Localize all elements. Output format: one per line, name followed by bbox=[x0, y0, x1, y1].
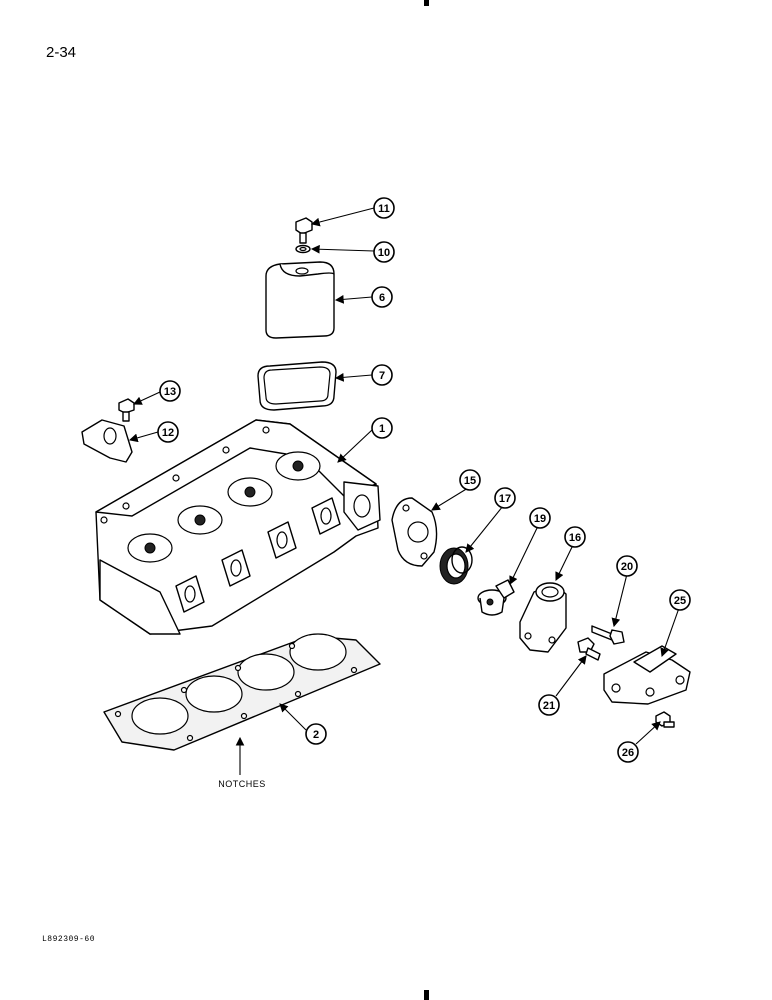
svg-text:10: 10 bbox=[378, 247, 390, 259]
part-10-washer bbox=[295, 244, 311, 254]
part-21-bolt bbox=[577, 637, 601, 661]
part-16-housing bbox=[519, 582, 567, 653]
callout-19: 19 bbox=[529, 507, 551, 529]
callout-25: 25 bbox=[669, 589, 691, 611]
callout-6: 6 bbox=[371, 286, 393, 308]
part-7-seal bbox=[257, 361, 337, 411]
svg-text:17: 17 bbox=[499, 493, 511, 505]
svg-text:15: 15 bbox=[464, 475, 476, 487]
callout-15: 15 bbox=[459, 469, 481, 491]
page-number: 2-34 bbox=[46, 44, 77, 61]
callout-13: 13 bbox=[159, 380, 181, 402]
bottom-registration-mark bbox=[424, 990, 429, 1000]
part-25-bracket bbox=[603, 645, 691, 705]
callout-17: 17 bbox=[494, 487, 516, 509]
svg-text:20: 20 bbox=[621, 561, 633, 573]
callout-21: 21 bbox=[538, 694, 560, 716]
part-6-cover bbox=[265, 261, 335, 339]
callout-7: 7 bbox=[371, 364, 393, 386]
svg-text:25: 25 bbox=[674, 595, 686, 607]
callout-12: 12 bbox=[157, 421, 179, 443]
part-17-seal bbox=[439, 546, 473, 585]
svg-text:6: 6 bbox=[379, 292, 385, 304]
callout-1: 1 bbox=[371, 417, 393, 439]
callout-20: 20 bbox=[616, 555, 638, 577]
callout-11: 11 bbox=[373, 197, 395, 219]
part-12-bracket bbox=[81, 419, 133, 463]
notches-label: NOTCHES bbox=[218, 779, 266, 789]
part-2-head-gasket bbox=[103, 633, 381, 751]
svg-text:12: 12 bbox=[162, 427, 174, 439]
svg-text:26: 26 bbox=[622, 747, 634, 759]
top-registration-mark bbox=[424, 0, 429, 6]
footer-code: L892309-60 bbox=[42, 935, 96, 944]
callout-16: 16 bbox=[564, 526, 586, 548]
callout-10: 10 bbox=[373, 241, 395, 263]
part-15-gasket bbox=[391, 497, 438, 567]
part-1-cylinder-head bbox=[95, 419, 381, 635]
part-26-bolt bbox=[655, 711, 675, 728]
part-11-bolt bbox=[295, 217, 313, 244]
svg-text:1: 1 bbox=[379, 423, 385, 435]
svg-text:11: 11 bbox=[378, 203, 390, 215]
callout-26: 26 bbox=[617, 741, 639, 763]
part-20-bolt bbox=[591, 625, 625, 645]
svg-text:16: 16 bbox=[569, 532, 581, 544]
leader-lines bbox=[128, 207, 680, 775]
part-13-bolt bbox=[118, 398, 135, 422]
callout-2: 2 bbox=[305, 723, 327, 745]
svg-text:7: 7 bbox=[379, 370, 385, 382]
svg-text:13: 13 bbox=[164, 386, 176, 398]
svg-text:2: 2 bbox=[313, 729, 319, 741]
svg-text:21: 21 bbox=[543, 700, 555, 712]
part-19-thermostat bbox=[477, 579, 515, 616]
svg-text:19: 19 bbox=[534, 513, 546, 525]
